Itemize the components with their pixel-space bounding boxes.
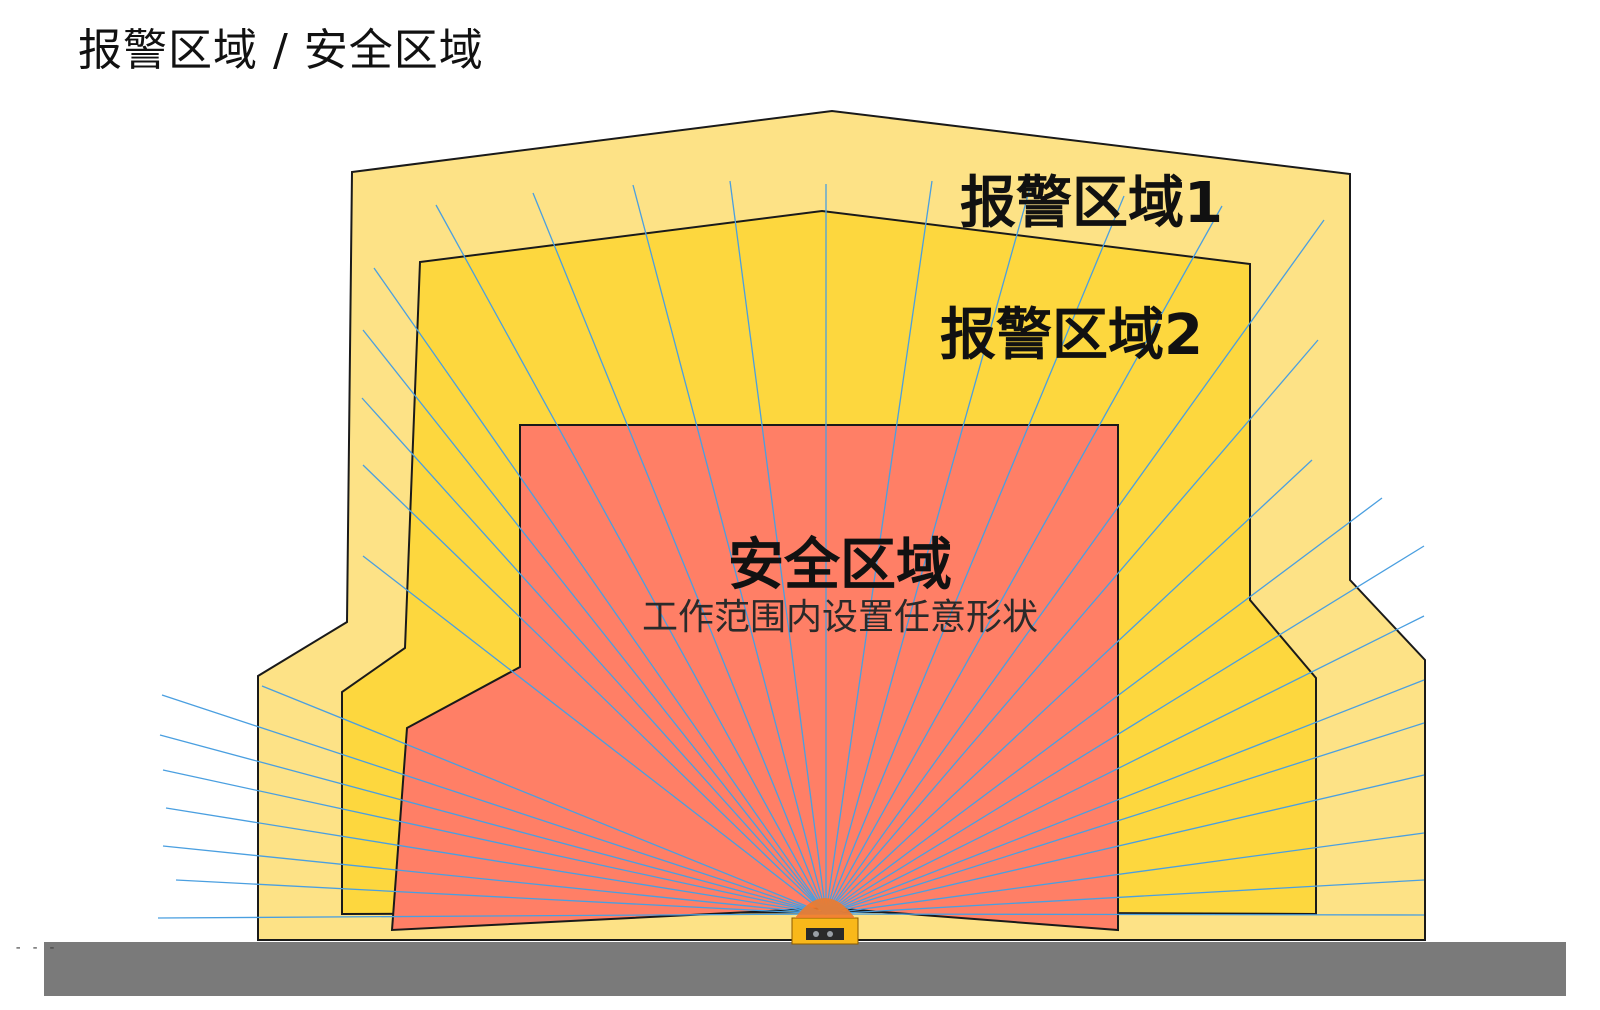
scan-ray bbox=[162, 769, 827, 915]
scan-ray bbox=[362, 329, 827, 915]
scan-ray bbox=[825, 832, 1425, 915]
floor bbox=[44, 942, 1566, 996]
scan-ray bbox=[435, 204, 827, 915]
scan-ray bbox=[165, 807, 827, 915]
safety-zone-label: 安全区域 bbox=[728, 533, 952, 598]
scan-rays bbox=[157, 180, 1425, 919]
scan-ray bbox=[825, 497, 1383, 915]
scan-ray bbox=[532, 192, 827, 915]
warning-zone-2-label: 报警区域2 bbox=[940, 303, 1203, 368]
edge-dash-mark: - - - bbox=[14, 940, 57, 956]
scan-ray bbox=[825, 459, 1313, 915]
scan-ray bbox=[825, 205, 1223, 915]
scan-ray bbox=[729, 180, 827, 915]
scan-ray bbox=[825, 722, 1425, 915]
scan-ray bbox=[261, 685, 827, 915]
scan-ray bbox=[175, 879, 827, 915]
scan-ray bbox=[825, 195, 1125, 915]
scan-ray bbox=[162, 845, 827, 915]
scan-ray bbox=[825, 180, 933, 915]
scan-ray bbox=[825, 774, 1425, 915]
warning-zone-1-label: 报警区域1 bbox=[960, 171, 1223, 236]
scan-ray bbox=[825, 913, 1425, 916]
scan-ray bbox=[362, 464, 827, 915]
safety-zone-description: 工作范围内设置任意形状 bbox=[641, 597, 1038, 638]
scan-ray bbox=[825, 879, 1425, 915]
scan-ray bbox=[825, 187, 1031, 915]
page-title: 报警区域 / 安全区域 bbox=[78, 25, 484, 76]
scan-ray bbox=[373, 267, 827, 915]
scan-ray bbox=[825, 545, 1425, 915]
scan-ray bbox=[825, 615, 1425, 915]
scan-ray bbox=[161, 694, 827, 915]
scan-ray bbox=[159, 734, 827, 915]
scan-ray bbox=[157, 913, 827, 919]
scan-ray bbox=[825, 679, 1425, 915]
scan-ray bbox=[361, 397, 827, 915]
scan-ray bbox=[632, 184, 827, 915]
laser-scanner-icon bbox=[791, 898, 859, 945]
scan-ray bbox=[825, 219, 1325, 915]
scan-ray bbox=[825, 339, 1319, 915]
scan-ray bbox=[362, 555, 827, 915]
